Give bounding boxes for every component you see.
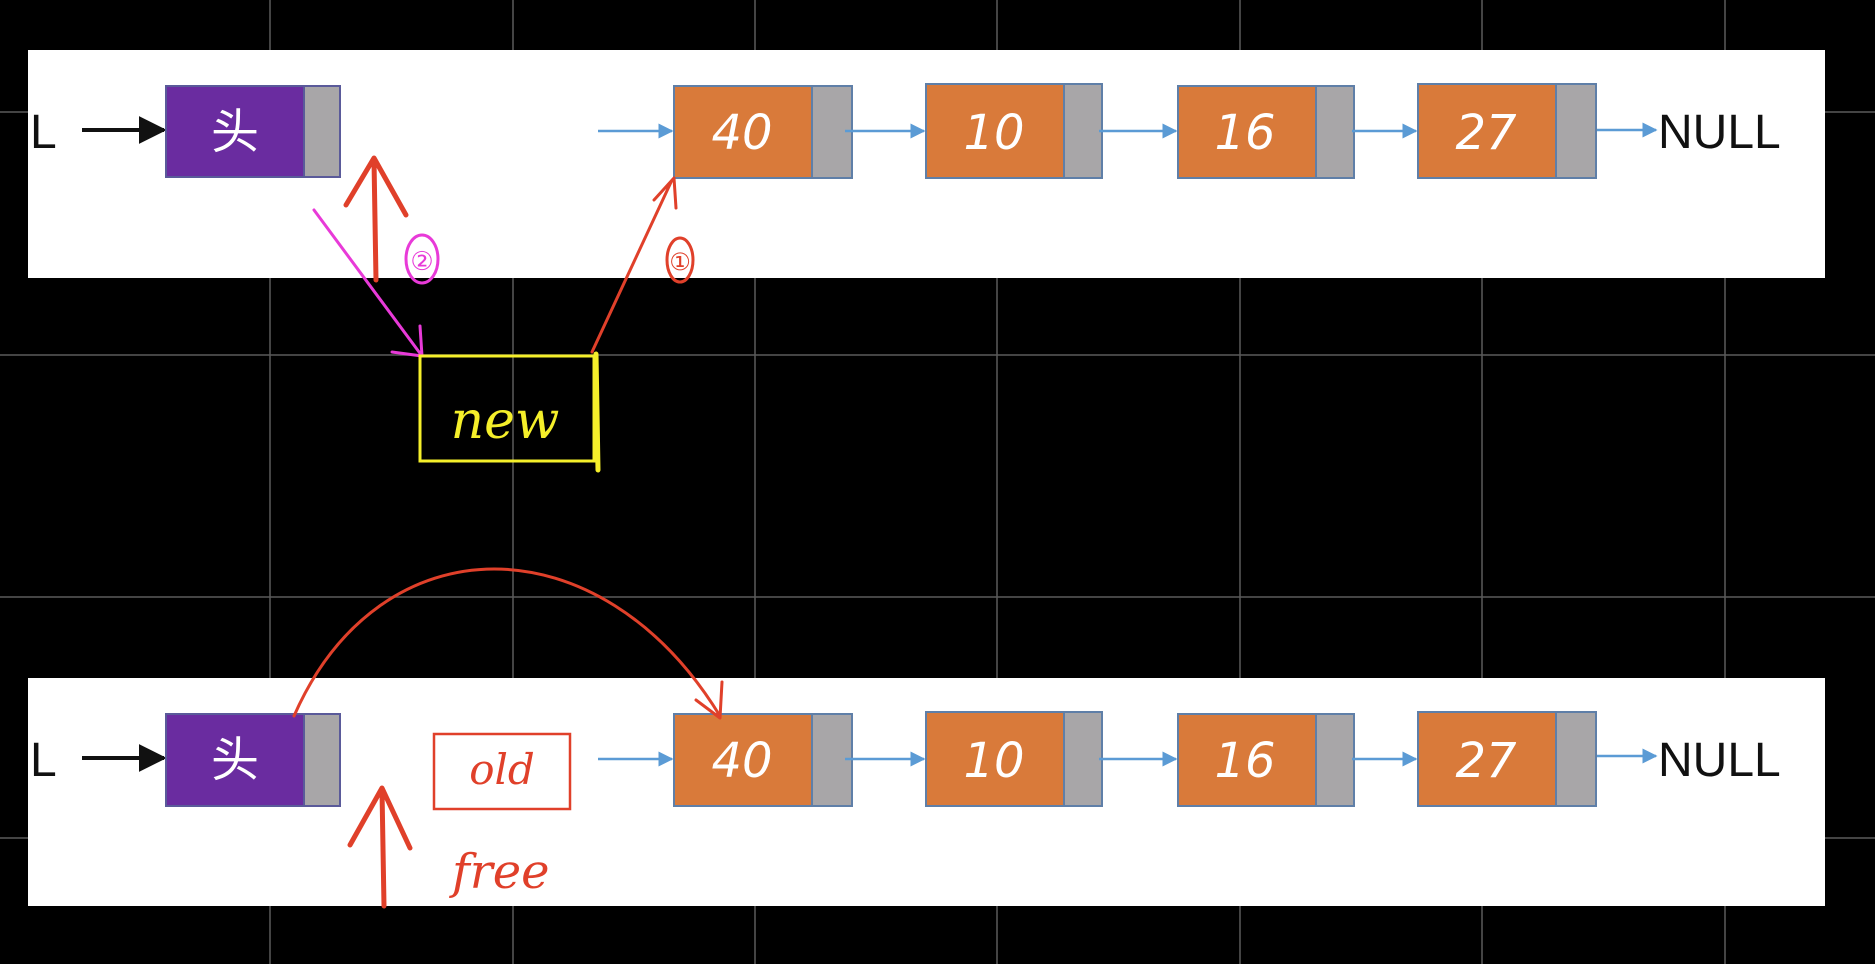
- node-value: 27: [1455, 733, 1517, 789]
- step-two-mark: ②: [410, 247, 433, 277]
- step-one-circle: [665, 236, 695, 284]
- list-node: 40: [673, 85, 853, 179]
- red-link-arrow: [590, 176, 678, 354]
- pink-link-arrow: [312, 208, 424, 358]
- null-label: NULL: [1658, 734, 1781, 787]
- red-up-arrow: [343, 155, 409, 283]
- node-data-cell: [673, 85, 813, 179]
- node-pointer-cell: [1555, 711, 1597, 807]
- free-label: free: [449, 844, 550, 900]
- new-node-box: [418, 354, 596, 463]
- head-label: 头: [211, 732, 259, 788]
- list-node: 27: [1417, 711, 1597, 807]
- node-pointer-cell: [1315, 713, 1355, 807]
- delete-annotations: old free: [292, 567, 724, 909]
- old-node-box: [432, 732, 572, 811]
- node-value: 16: [1214, 105, 1275, 161]
- node-value: 40: [711, 105, 772, 161]
- node-data-cell: [1177, 713, 1317, 807]
- node-value: 10: [963, 105, 1024, 161]
- head-label: 头: [211, 104, 259, 160]
- red-bypass-arrowhead: [694, 680, 724, 720]
- old-node-label: old: [469, 745, 535, 794]
- head-pointer-cell: [303, 85, 341, 178]
- null-label: NULL: [1658, 106, 1781, 159]
- list-pointer-label: L: [30, 734, 57, 787]
- step-two-circle: [404, 233, 440, 285]
- node-value: 10: [963, 733, 1024, 789]
- node-data-cell: [1177, 85, 1317, 179]
- node-pointer-cell: [1315, 85, 1355, 179]
- new-node-box-edge: [593, 351, 601, 473]
- top-row: L 头 40 10 16 27: [30, 83, 1781, 179]
- node-pointer-cell: [1555, 83, 1597, 179]
- step-one-mark: ①: [669, 248, 691, 276]
- list-node: 16: [1177, 713, 1355, 807]
- list-node: 10: [925, 711, 1103, 807]
- bottom-row: L 头 40 10 16 27: [30, 711, 1781, 807]
- red-up-arrow: [347, 785, 413, 909]
- node-pointer-cell: [1063, 83, 1103, 179]
- node-value: 27: [1455, 105, 1517, 161]
- node-data-cell: [673, 713, 813, 807]
- list-pointer-label: L: [30, 106, 57, 159]
- head-pointer-cell: [303, 713, 341, 807]
- head-node: 头: [165, 713, 341, 807]
- node-value: 16: [1214, 733, 1275, 789]
- node-data-cell: [1417, 711, 1557, 807]
- head-node: 头: [165, 85, 341, 178]
- new-node-label: new: [451, 391, 560, 451]
- insert-annotations: ② ① new: [312, 155, 695, 473]
- list-node: 27: [1417, 83, 1597, 179]
- list-node: 10: [925, 83, 1103, 179]
- list-node: 40: [673, 713, 853, 807]
- node-pointer-cell: [1063, 711, 1103, 807]
- node-value: 40: [711, 733, 772, 789]
- red-bypass-arrow: [292, 567, 722, 718]
- list-node: 16: [1177, 85, 1355, 179]
- node-data-cell: [1417, 83, 1557, 179]
